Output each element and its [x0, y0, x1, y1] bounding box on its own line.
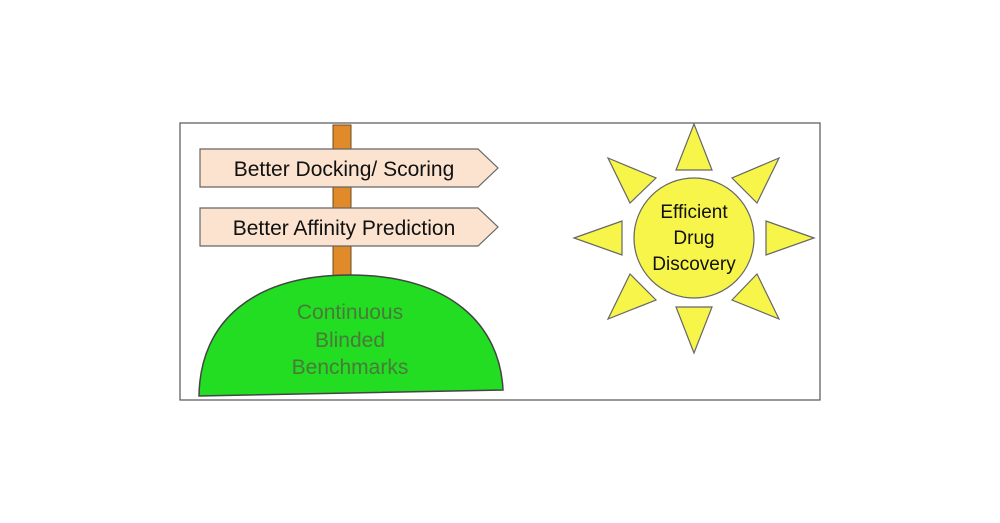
sign-post [332, 124, 352, 281]
sun-text-line-1: Efficient [660, 202, 728, 223]
sun-ray-left [572, 220, 623, 256]
sun-circle [633, 177, 755, 299]
sun-ray-top-right [730, 156, 781, 205]
sun-ray-top-left [606, 156, 658, 205]
hill-text-line-1: Continuous [297, 301, 403, 324]
sun-rays [572, 122, 816, 355]
sun-ray-bottom [675, 306, 713, 355]
sign-arrow-shape [199, 207, 499, 247]
sign-label-affinity: Better Affinity Prediction [233, 217, 456, 240]
sun-ray-bottom-right [730, 272, 781, 321]
sign-label-docking: Better Docking/ Scoring [234, 158, 455, 181]
sign-better-docking: Better Docking/ Scoring [199, 148, 499, 188]
sign-arrow-shape [199, 148, 499, 188]
sun-text-line-3: Discovery [652, 254, 736, 275]
hill [198, 274, 504, 397]
hill-text-line-2: Blinded [315, 329, 385, 352]
sun-ray-right [765, 220, 816, 256]
hill-text-line-3: Benchmarks [292, 356, 409, 379]
sign-better-affinity: Better Affinity Prediction [199, 207, 499, 247]
sun-text-line-2: Drug [673, 228, 714, 249]
sun-ray-bottom-left [606, 272, 658, 321]
sun-ray-top [675, 122, 713, 171]
